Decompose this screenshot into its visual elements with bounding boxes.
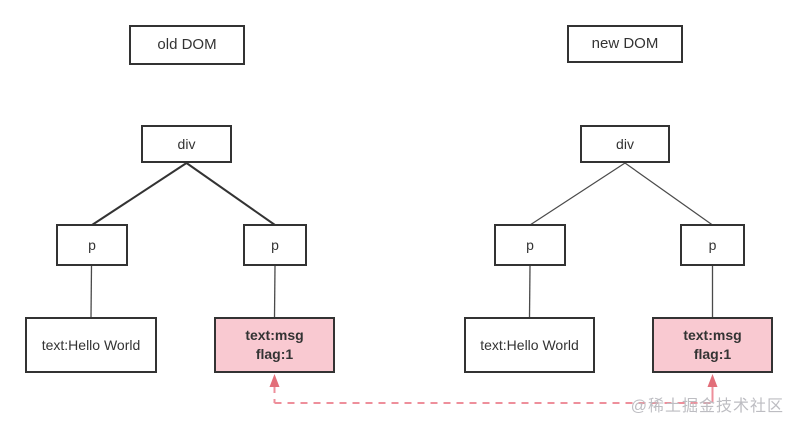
old-text-msg-line2: flag:1 [255, 346, 294, 362]
new-p-left-node: p [494, 224, 566, 266]
up-arrowhead-left [269, 374, 280, 387]
new-text-msg-line2: flag:1 [693, 346, 732, 362]
old-div-label: div [177, 135, 196, 152]
old-text-hello-label: text:Hello World [41, 336, 141, 353]
new-text-hello-node: text:Hello World [464, 317, 595, 373]
new-p-right-label: p [708, 236, 717, 253]
old-dom-title-label: old DOM [157, 35, 217, 53]
old-text-msg-line1: text:msg [245, 327, 304, 344]
new-text-msg-line1: text:msg [683, 327, 742, 344]
old-text-hello-node: text:Hello World [25, 317, 157, 373]
new-text-hello-label: text:Hello World [480, 336, 579, 353]
old-dom-title-box: old DOM [129, 25, 245, 65]
old-p-left-label: p [88, 236, 96, 253]
old-p-right-label: p [271, 236, 279, 253]
new-div-label: div [616, 135, 634, 152]
new-dom-title-box: new DOM [567, 25, 683, 63]
watermark: @稀土掘金技术社区 [630, 398, 784, 415]
new-dom-title-label: new DOM [591, 34, 659, 52]
old-div-node: div [141, 125, 232, 163]
old-p-left-node: p [56, 224, 128, 266]
new-div-node: div [580, 125, 670, 163]
new-p-right-node: p [680, 224, 745, 266]
old-text-msg-node: text:msg flag:1 [214, 317, 335, 373]
up-arrowhead-right [707, 374, 718, 387]
new-text-msg-node: text:msg flag:1 [652, 317, 773, 373]
old-p-right-node: p [243, 224, 307, 266]
new-p-left-label: p [526, 236, 534, 253]
